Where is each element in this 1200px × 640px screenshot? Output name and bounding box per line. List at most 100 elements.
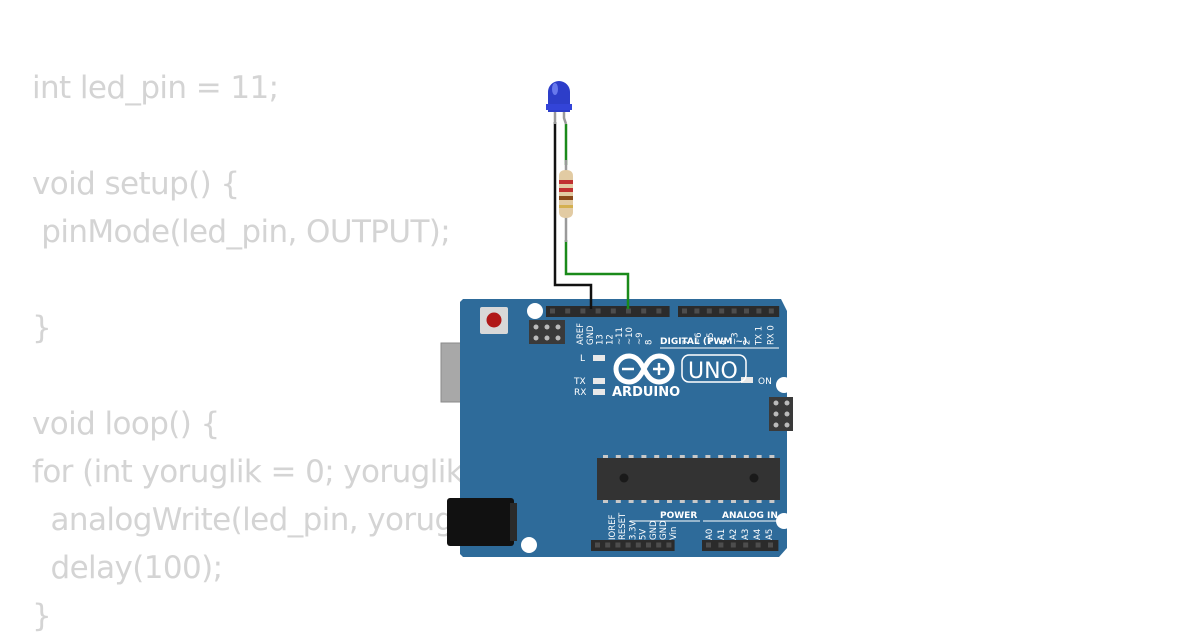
header-pin[interactable]: [706, 308, 712, 314]
header-pin[interactable]: [719, 308, 725, 314]
code-line: void setup() {: [32, 166, 240, 202]
reset-button[interactable]: [480, 307, 508, 334]
chip-pin: [731, 455, 736, 458]
led-component[interactable]: [546, 81, 572, 112]
chip-pin: [641, 455, 647, 458]
led-anode-lead: [562, 110, 568, 125]
pin-label: TX 1: [755, 326, 765, 346]
chip-pin: [718, 500, 724, 503]
header-pin[interactable]: [682, 308, 687, 314]
pin-label: 2: [743, 340, 753, 345]
header-pin[interactable]: [641, 308, 647, 314]
chip-pin: [615, 500, 621, 503]
analog-header-label: ANALOG IN: [722, 511, 778, 521]
power-header[interactable]: [591, 540, 675, 551]
header-pin[interactable]: [635, 542, 641, 548]
header-pin[interactable]: [595, 308, 601, 314]
code-line: }: [32, 598, 52, 634]
digital-header-left[interactable]: [546, 306, 670, 317]
chip-pin: [628, 455, 634, 458]
digital-header-right[interactable]: [678, 306, 780, 317]
code-line: int led_pin = 11;: [32, 70, 279, 106]
header-pin[interactable]: [610, 308, 616, 314]
header-pin[interactable]: [730, 542, 736, 548]
header-pin[interactable]: [666, 542, 672, 548]
header-pin[interactable]: [694, 308, 700, 314]
chip-pin: [769, 500, 775, 503]
resistor-component[interactable]: [559, 160, 573, 242]
pin-label: IOREF: [608, 515, 618, 540]
pin-label: GND: [659, 520, 669, 540]
chip-pin: [769, 455, 775, 458]
pin-label: 7: [682, 340, 692, 345]
pin-label: A5: [765, 529, 775, 540]
rx-led: [593, 389, 605, 395]
l-led: [593, 355, 605, 361]
header-pin[interactable]: [615, 542, 621, 548]
header-pin[interactable]: [755, 542, 761, 548]
pin-label: RX 0: [767, 325, 777, 345]
chip-pin: [692, 455, 698, 458]
header-pin[interactable]: [605, 542, 611, 548]
power-jack: [447, 498, 517, 546]
code-line: }: [32, 310, 52, 346]
chip-pin: [679, 500, 685, 503]
pin-label: ~6: [694, 332, 704, 345]
code-editor: int led_pin = 11;void setup() { pinMode(…: [32, 64, 464, 640]
header-pin[interactable]: [744, 308, 749, 314]
mounting-hole: [776, 513, 792, 529]
header-pin[interactable]: [768, 542, 773, 548]
header-pin[interactable]: [706, 542, 711, 548]
digital-header-label: DIGITAL (PWM ~): [660, 337, 747, 347]
header-pin[interactable]: [768, 308, 774, 314]
header-pin[interactable]: [646, 542, 651, 548]
chip-pin: [641, 500, 647, 503]
pin-label: 4: [718, 340, 728, 345]
header-pin[interactable]: [595, 542, 600, 548]
chip-pin: [654, 500, 660, 503]
chip-pin: [679, 455, 685, 458]
chip-pin: [718, 455, 724, 458]
header-pin[interactable]: [718, 542, 724, 548]
arduino-brand: ARDUINO: [612, 385, 680, 400]
header-pin[interactable]: [626, 308, 631, 314]
chip-pin: [667, 500, 672, 503]
chip-pin: [743, 455, 749, 458]
on-led-label: ON: [758, 377, 772, 387]
pin-label: ~9: [635, 332, 645, 345]
chip-pin: [603, 455, 608, 458]
header-pin[interactable]: [656, 542, 662, 548]
pin-label: Vin: [669, 527, 679, 540]
gnd-wire[interactable]: [553, 122, 593, 309]
header-pin[interactable]: [743, 542, 749, 548]
header-pin[interactable]: [625, 542, 631, 548]
chip-pin: [654, 455, 660, 458]
header-pin[interactable]: [731, 308, 737, 314]
chip-pin: [705, 500, 711, 503]
header-pin[interactable]: [565, 308, 571, 314]
header-pin[interactable]: [656, 308, 662, 314]
header-pin[interactable]: [550, 308, 555, 314]
chip-pin: [603, 500, 608, 503]
chip-pin: [705, 455, 711, 458]
pin-label: A0: [705, 529, 715, 540]
pin-label: A1: [717, 529, 727, 540]
header-pin[interactable]: [580, 308, 586, 314]
arduino-logo-icon: [613, 353, 675, 385]
pin-label: A4: [753, 529, 763, 540]
code-line: for (int yoruglik = 0; yoruglik: [32, 454, 464, 490]
header-pin[interactable]: [756, 308, 762, 314]
l-led-label: L: [580, 354, 585, 364]
power-header-label: POWER: [660, 511, 697, 521]
signal-wire[interactable]: [564, 240, 630, 309]
chip-pin: [628, 500, 634, 503]
pin-label: AREF: [576, 323, 586, 345]
chip-pin: [731, 500, 736, 503]
analog-header[interactable]: [702, 540, 779, 551]
rx-led-label: RX: [574, 388, 586, 398]
